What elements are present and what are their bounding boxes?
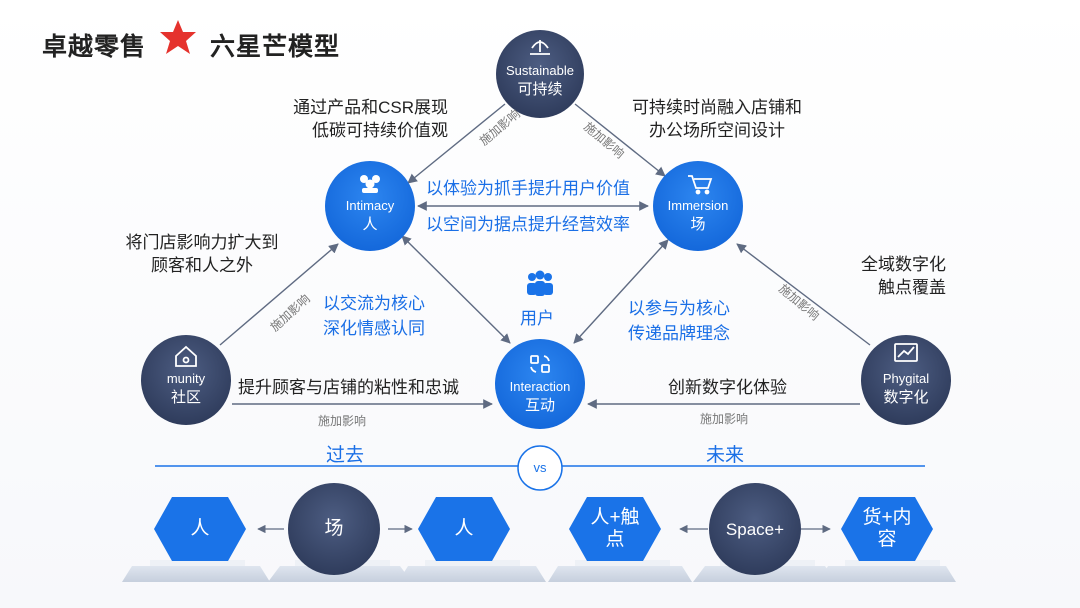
arrow-intimacy-interaction <box>401 235 511 344</box>
node-intimacy-label: Intimacy 人 <box>345 198 395 233</box>
node-interaction <box>495 339 585 429</box>
hex-people-past <box>154 497 246 561</box>
hex-people-past-2 <box>418 497 510 561</box>
node-community <box>141 335 231 425</box>
node-interaction-label: Interaction 互动 <box>509 379 571 414</box>
node-immersion <box>653 161 743 251</box>
influence-label-4: 施加影响 <box>776 281 822 323</box>
arrow-sustainable-immersion <box>574 103 666 177</box>
hex-people-touch-label: 人+触 点 <box>590 507 640 550</box>
influence-label-6: 施加影响 <box>700 412 749 426</box>
note-left-mid: 以交流为核心 深化情感认同 <box>323 294 425 338</box>
influence-label-1: 施加影响 <box>476 106 522 148</box>
note-mid-left: 将门店影响力扩大到 顾客和人之外 <box>125 233 279 275</box>
users-icon <box>527 270 553 296</box>
group-icon <box>360 175 380 193</box>
circle-place-past <box>288 483 380 575</box>
node-phygital-label: Phygital 数字化 <box>882 371 930 406</box>
arrow-sustainable-intimacy <box>407 103 506 184</box>
note-bottom-left: 提升顾客与店铺的粘性和忠诚 <box>238 378 459 397</box>
influence-label-3: 施加影响 <box>267 291 313 334</box>
note-center-top-1: 以体验为抓手提升用户价值 <box>426 179 630 198</box>
plant-hand-icon <box>530 40 550 55</box>
hex-people-past-label: 人 <box>190 518 210 539</box>
note-top-left: 通过产品和CSR展现 低碳可持续价值观 <box>293 98 448 140</box>
node-immersion-label: Immersion 场 <box>667 198 729 233</box>
note-top-right: 可持续时尚融入店铺和 办公场所空间设计 <box>632 98 802 140</box>
pedestals <box>122 566 956 582</box>
node-community-label: munity 社区 <box>166 371 206 406</box>
note-center-top-2: 以空间为据点提升经营效率 <box>426 215 630 234</box>
circle-place-past-label: 场 <box>324 518 344 539</box>
star-icon <box>160 20 196 54</box>
hex-people-touch <box>569 497 661 561</box>
era-future: 未来 <box>706 445 745 466</box>
note-mid-right: 全域数字化 触点覆盖 <box>861 255 946 297</box>
vs-circle <box>517 445 563 491</box>
circle-space-plus-label: Space+ <box>725 520 785 539</box>
chart-icon <box>894 343 918 362</box>
hex-people-past-2-label: 人 <box>454 518 474 539</box>
note-right-mid: 以参与为核心 传递品牌理念 <box>628 299 730 343</box>
cart-icon <box>688 175 713 195</box>
vs-label: vs <box>533 460 547 475</box>
home-icon <box>175 345 197 367</box>
title-right: 六星芒模型 <box>210 33 341 61</box>
title-left: 卓越零售 <box>42 33 147 61</box>
node-sustainable-label: Sustainable 可持续 <box>506 63 574 98</box>
era-past: 过去 <box>326 445 365 466</box>
note-bottom-right: 创新数字化体验 <box>668 378 787 397</box>
circle-space-plus <box>709 483 801 575</box>
hex-goods-content-label: 货+内 容 <box>862 507 912 550</box>
node-sustainable <box>496 30 584 118</box>
node-intimacy <box>325 161 415 251</box>
arrow-community-intimacy <box>219 243 339 346</box>
refresh-icon <box>530 355 550 373</box>
influence-label-5: 施加影响 <box>318 414 367 428</box>
hex-goods-content <box>841 497 933 561</box>
user-label: 用户 <box>520 309 554 328</box>
node-phygital <box>861 335 951 425</box>
arrow-immersion-interaction <box>573 239 669 344</box>
arrow-phygital-immersion <box>736 243 871 346</box>
